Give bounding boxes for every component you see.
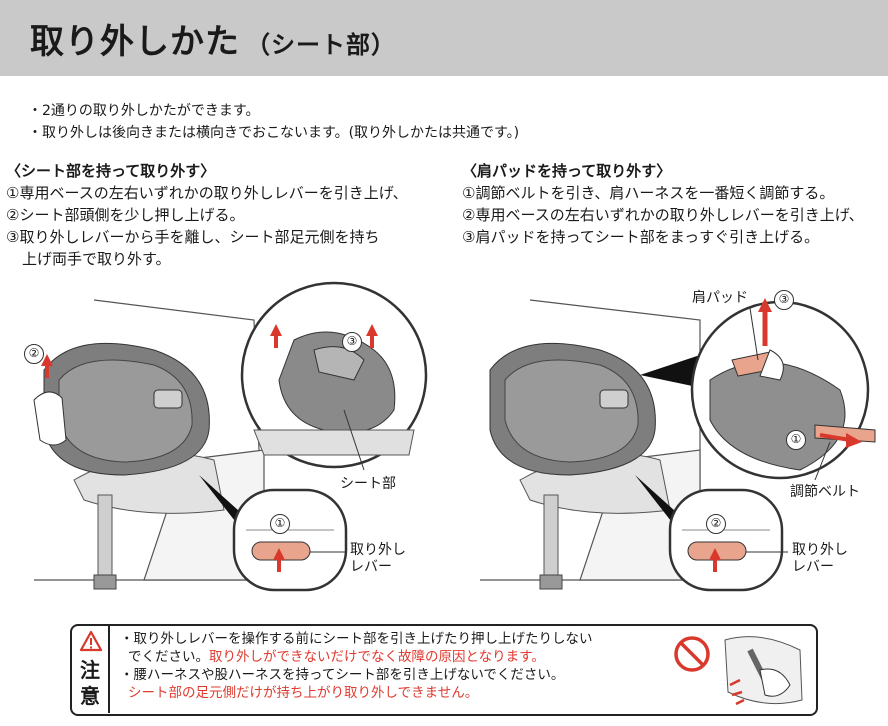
right-step: ②専用ベースの左右いずれかの取り外しレバーを引き上げ、 [462,206,864,224]
left-step: ②シート部頭側を少し押し上げる。 [6,206,245,224]
seat-label: シート部 [340,476,396,492]
intro-notes: ・2通りの取り外しかたができます。 ・取り外しは後向きまたは横向きでおこないます… [28,100,519,144]
caution-line-part: でください。 [128,649,209,665]
prohibited-icon [674,636,710,672]
caution-line: ・取り外しレバーを操作する前にシート部を引き上げたり押し上げたりしない [120,631,593,647]
step-3-marker: ③ [774,290,794,310]
right-step: ①調節ベルトを引き、肩ハーネスを一番短く調節する。 [462,184,835,202]
lever-label-line1: 取り外し [792,542,848,558]
harness-pull-illustration [724,636,803,706]
right-illustration: 肩パッド ③ ① 調節ベルト ② 取り外し レバー [470,280,880,610]
caution-warning-red: シート部の足元側だけが持ち上がり取り外しできません。 [128,685,479,701]
left-step: 上げ両手で取り外す。 [22,250,171,268]
car-seat-illustration-right [480,298,876,592]
caution-warning-red: 取り外しができないだけでなく故障の原因となります。 [209,649,545,665]
caution-text: ・取り外しレバーを操作する前にシート部を引き上げたり押し上げたりしない でくださ… [120,630,593,702]
page-header: 取り外しかた（シート部） [0,0,888,76]
lever-label-line2: レバー [350,559,392,575]
page-subtitle: （シート部） [246,31,396,59]
right-instructions: 〈肩パッドを持って取り外す〉 ①調節ベルトを引き、肩ハーネスを一番短く調節する。… [462,160,888,248]
caution-badge: 注 意 [72,626,110,713]
title-text: 取り外しかた [30,22,240,62]
right-heading: 〈肩パッドを持って取り外す〉 [462,162,672,180]
belt-label: 調節ベルト [790,484,860,500]
intro-line: ・取り外しは後向きまたは横向きでおこないます。(取り外しかたは共通です。) [28,125,520,141]
step-2-marker: ② [24,344,44,364]
step-1-marker: ① [786,430,806,450]
lever-label-line1: 取り外し [350,542,406,558]
shoulder-pad-label: 肩パッド [692,290,748,306]
intro-line: ・2通りの取り外しかたができます。 [28,103,260,119]
warning-icon [79,630,103,652]
left-illustration: ② ③ ① シート部 取り外し レバー [14,280,444,610]
step-3-marker: ③ [342,332,362,352]
left-instructions: 〈シート部を持って取り外す〉 ①専用ベースの左右いずれかの取り外しレバーを引き上… [6,160,446,270]
left-step: ①専用ベースの左右いずれかの取り外しレバーを引き上げ、 [6,184,408,202]
step-1-marker: ① [270,514,290,534]
step-2-marker: ② [706,514,726,534]
right-step: ③肩パッドを持ってシート部をまっすぐ引き上げる。 [462,228,820,246]
caution-char-2: 意 [80,684,100,708]
caution-box: 注 意 ・取り外しレバーを操作する前にシート部を引き上げたり押し上げたりしない … [70,624,818,716]
caution-char-1: 注 [80,658,100,682]
caution-line: でください。取り外しができないだけでなく故障の原因となります。 [120,648,593,666]
car-seat-illustration-left [33,281,428,592]
caution-line: ・腰ハーネスや股ハーネスを持ってシート部を引き上げないでください。 [120,667,565,683]
left-step: ③取り外しレバーから手を離し、シート部足元側を持ち [6,228,380,246]
left-heading: 〈シート部を持って取り外す〉 [6,162,216,180]
page-title: 取り外しかた（シート部） [30,14,396,63]
lever-label-line2: レバー [792,559,834,575]
